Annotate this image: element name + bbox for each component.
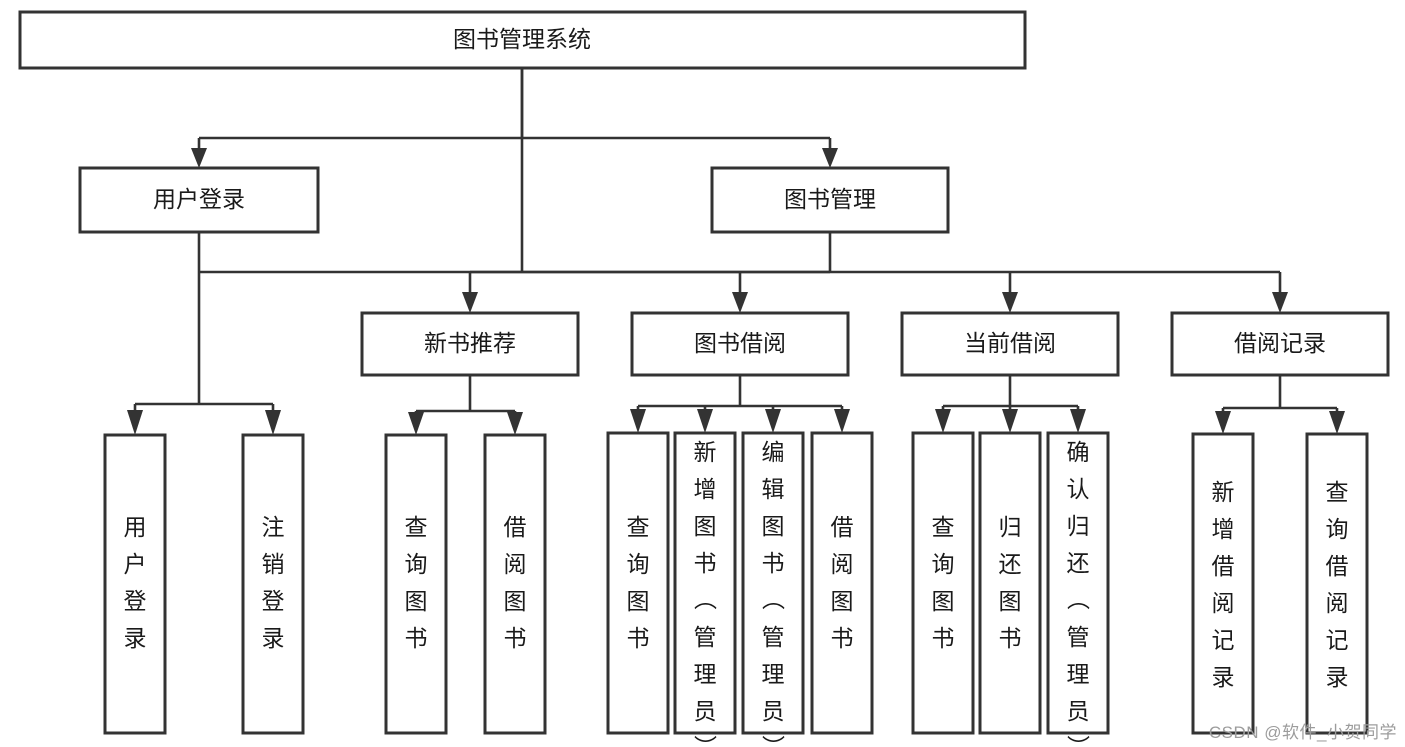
node-leaf-add-book[interactable]: 新增图书（管理员） [673,431,737,747]
node-book-management-box[interactable] [710,166,950,234]
node-leaf-confirm-return-label: 确认归还（管理员） [1067,439,1091,747]
node-leaf-query-book-2-box[interactable] [606,431,670,735]
arrow-head-leaf-return-book [1002,409,1018,433]
node-leaf-return-book-label: 归还图书 [999,514,1022,651]
node-leaf-add-book-label: 新增图书（管理员） [694,439,718,747]
node-leaf-query-record-box[interactable] [1305,432,1369,735]
arrow-head-book-management [822,148,838,168]
node-leaf-borrow-book-1[interactable]: 借阅图书 [483,433,547,735]
arrow-head-leaf-borrow-book-2 [834,409,850,433]
node-leaf-query-book-3-box[interactable] [911,431,975,735]
arrow-head-leaf-query-book-1 [408,412,424,435]
node-current-borrow-label: 当前借阅 [964,330,1056,356]
node-leaf-logout-login-box[interactable] [241,433,305,735]
arrow-head-leaf-confirm-return [1070,409,1086,433]
node-leaf-logout-login-label: 注销登录 [262,514,285,651]
node-borrow-record[interactable]: 借阅记录 [1170,311,1390,377]
csdn-watermark: CSDN @软件_小贺同学 [1208,723,1397,742]
node-book-management-label: 图书管理 [784,186,876,212]
node-leaf-query-book-2[interactable]: 查询图书 [606,431,670,735]
arrow-head-borrow-record [1272,292,1288,313]
node-leaf-borrow-book-1-box[interactable] [483,433,547,735]
arrow-head-leaf-logout-login [265,410,281,435]
node-leaf-query-book-3[interactable]: 查询图书 [911,431,975,735]
node-leaf-query-book-2-label: 查询图书 [627,514,650,651]
node-leaf-query-book-3-label: 查询图书 [932,514,955,651]
arrow-head-leaf-borrow-book-1 [507,412,523,435]
node-leaf-user-login[interactable]: 用户登录 [103,433,167,735]
arrow-head-leaf-edit-book [765,409,781,433]
arrow-head-leaf-query-record [1329,411,1345,434]
node-leaf-add-record-label: 新增借阅记录 [1212,479,1235,690]
node-borrow-record-box[interactable] [1170,311,1390,377]
node-leaf-edit-book[interactable]: 编辑图书（管理员） [741,431,805,747]
node-leaf-return-book[interactable]: 归还图书 [978,431,1042,735]
arrow-head-leaf-user-login [127,410,143,435]
node-book-borrow-label: 图书借阅 [694,330,786,356]
node-new-book-recommend[interactable]: 新书推荐 [360,311,580,377]
arrow-head-leaf-add-book [697,409,713,433]
node-leaf-query-record-label: 查询借阅记录 [1326,479,1349,690]
node-leaf-query-book-1[interactable]: 查询图书 [384,433,448,735]
node-root-label: 图书管理系统 [453,26,591,52]
node-book-borrow-box[interactable] [630,311,850,377]
node-leaf-add-record[interactable]: 新增借阅记录 [1191,432,1255,735]
node-leaf-edit-book-box[interactable] [741,431,805,735]
node-leaf-query-book-1-box[interactable] [384,433,448,735]
node-book-borrow[interactable]: 图书借阅 [630,311,850,377]
node-leaf-add-book-box[interactable] [673,431,737,735]
node-leaf-query-record[interactable]: 查询借阅记录 [1305,432,1369,735]
node-leaf-user-login-box[interactable] [103,433,167,735]
node-new-book-recommend-label: 新书推荐 [424,330,516,356]
node-user-login-box[interactable] [78,166,320,234]
node-leaf-borrow-book-2-label: 借阅图书 [831,514,854,651]
arrow-head-current-borrow [1002,292,1018,313]
arrow-head-user-login [191,148,207,168]
arrow-head-leaf-query-book-2 [630,409,646,433]
node-user-login[interactable]: 用户登录 [78,166,320,234]
node-leaf-confirm-return[interactable]: 确认归还（管理员） [1046,431,1110,747]
node-leaf-borrow-book-2-box[interactable] [810,431,874,735]
node-leaf-borrow-book-2[interactable]: 借阅图书 [810,431,874,735]
node-book-management[interactable]: 图书管理 [710,166,950,234]
node-leaf-borrow-book-1-label: 借阅图书 [504,514,527,651]
node-leaf-query-book-1-label: 查询图书 [405,514,428,651]
node-leaf-logout-login[interactable]: 注销登录 [241,433,305,735]
node-new-book-recommend-box[interactable] [360,311,580,377]
arrow-head-new-book-recommend [462,292,478,313]
node-root[interactable]: 图书管理系统 [18,10,1027,70]
node-current-borrow[interactable]: 当前借阅 [900,311,1120,377]
arrow-head-book-borrow [732,292,748,313]
node-user-login-label: 用户登录 [153,186,245,212]
arrow-head-leaf-query-book-3 [935,409,951,433]
node-leaf-confirm-return-box[interactable] [1046,431,1110,735]
node-leaf-add-record-box[interactable] [1191,432,1255,735]
node-leaf-return-book-box[interactable] [978,431,1042,735]
node-leaf-edit-book-label: 编辑图书（管理员） [762,439,786,747]
arrow-head-leaf-add-record [1215,411,1231,434]
node-root-box[interactable] [18,10,1027,70]
node-current-borrow-box[interactable] [900,311,1120,377]
node-borrow-record-label: 借阅记录 [1234,330,1326,356]
connector-layer [127,68,1345,435]
node-leaf-user-login-label: 用户登录 [124,514,147,651]
